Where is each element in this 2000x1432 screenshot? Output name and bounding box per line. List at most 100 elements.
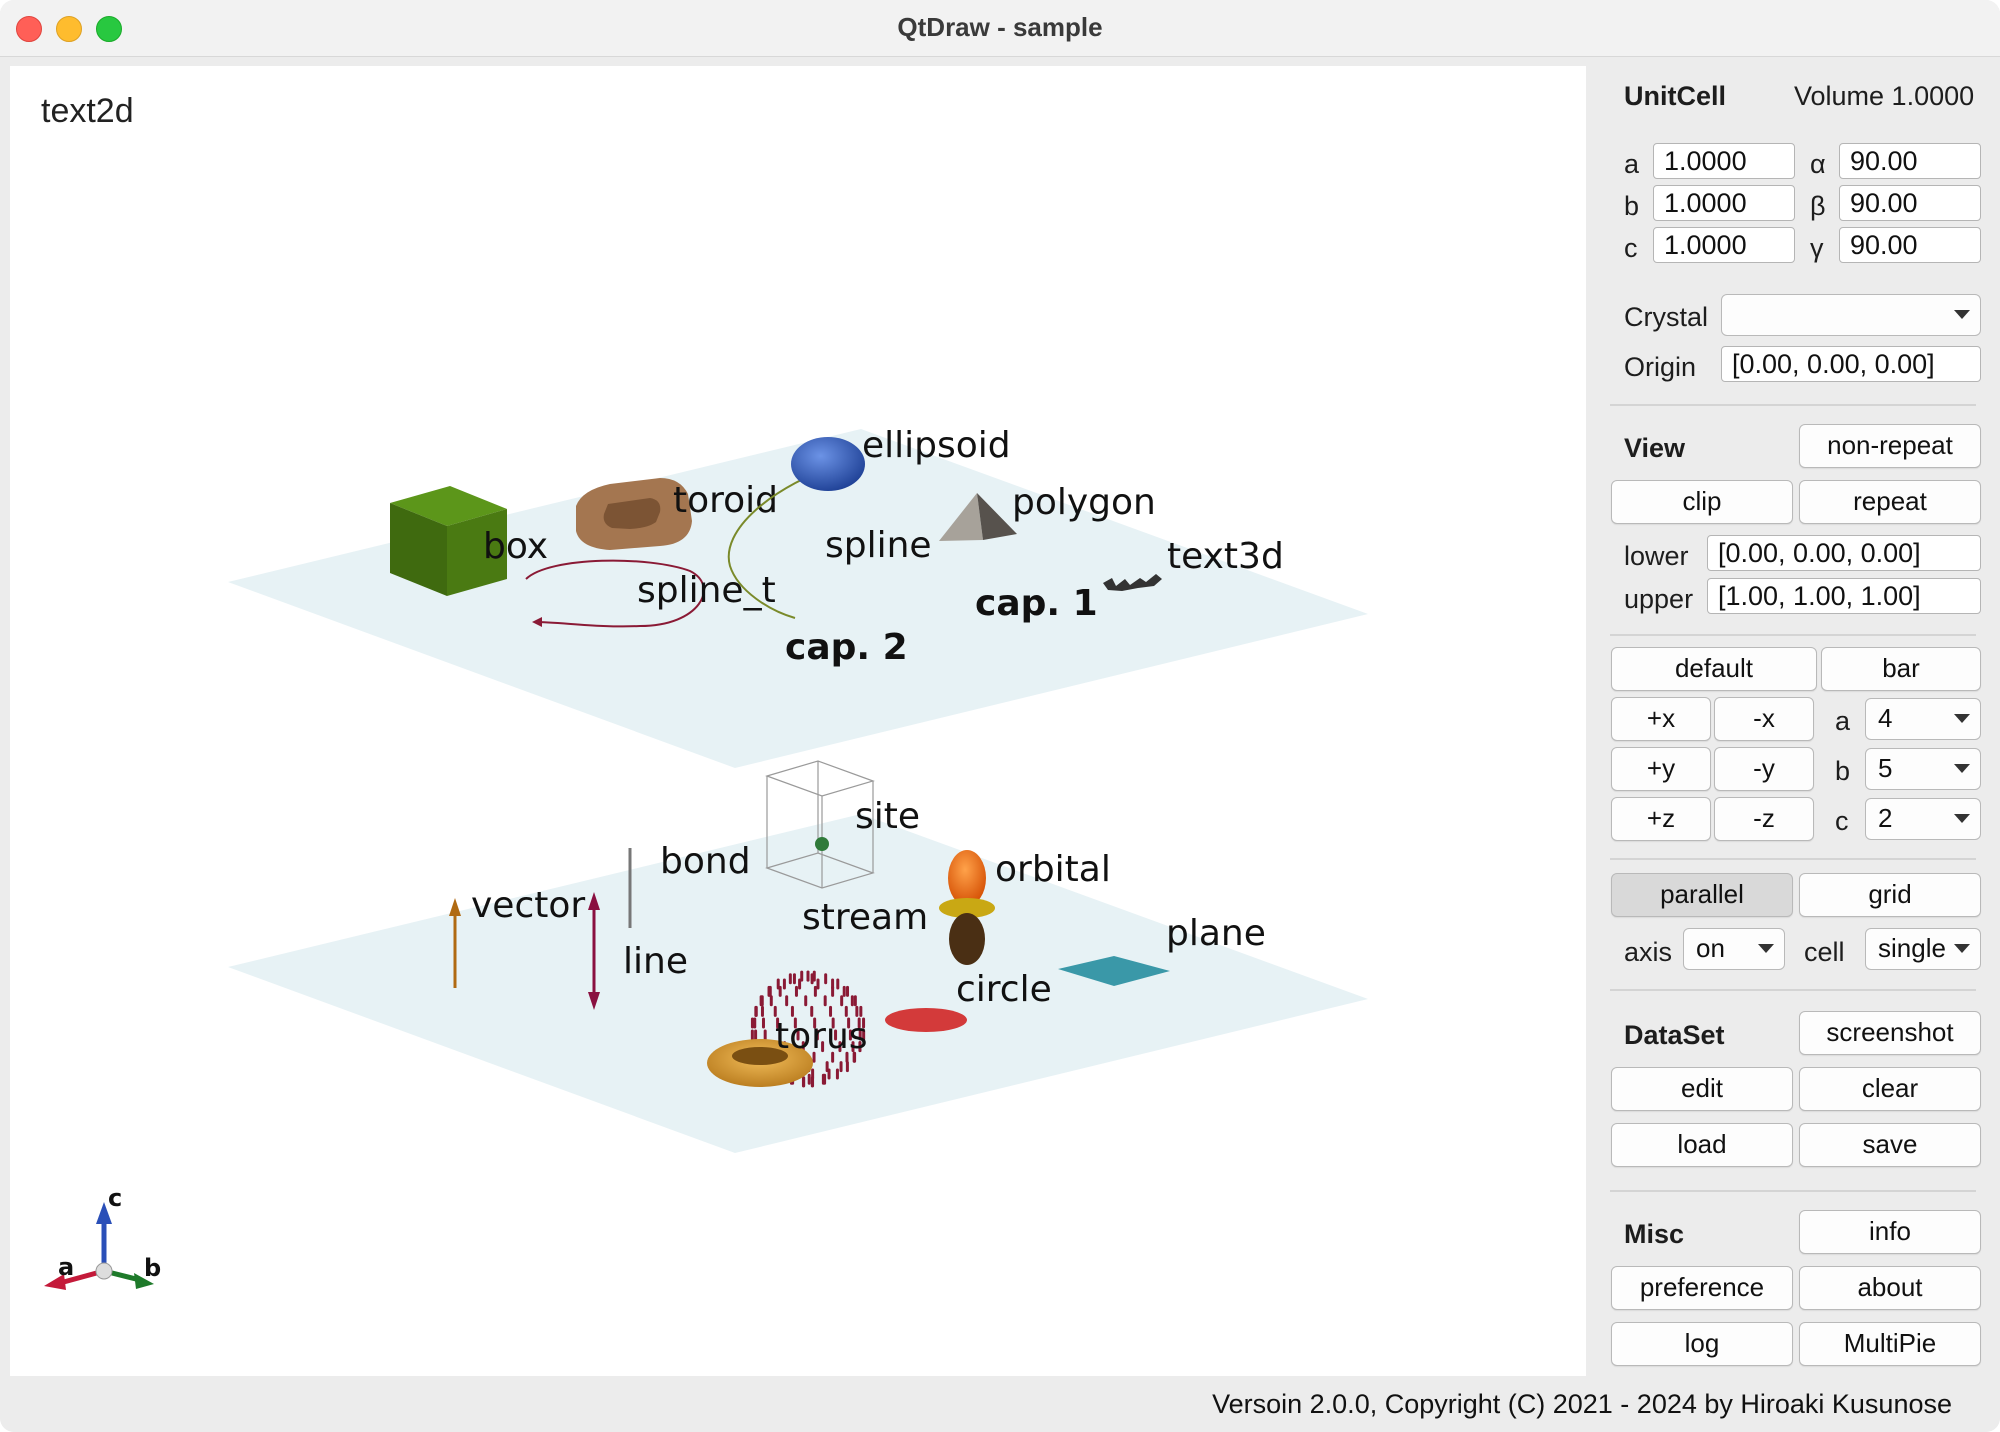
view-plus-z-button[interactable]: +z	[1611, 797, 1711, 841]
torus-label: torus	[775, 1016, 868, 1057]
separator	[1610, 404, 1976, 406]
cell-select[interactable]: single	[1865, 928, 1981, 970]
view-plus-x-button[interactable]: +x	[1611, 697, 1711, 741]
line-shape	[588, 892, 600, 1010]
repeat-a-select[interactable]: 4	[1865, 698, 1981, 740]
view-minus-z-button[interactable]: -z	[1714, 797, 1814, 841]
separator	[1610, 858, 1976, 860]
multipie-button[interactable]: MultiPie	[1799, 1322, 1981, 1366]
dataset-section-title: DataSet	[1624, 1020, 1725, 1050]
stream-label: stream	[802, 897, 928, 938]
toroid-shape	[576, 478, 692, 550]
box-shape	[390, 486, 507, 596]
info-button[interactable]: info	[1799, 1210, 1981, 1254]
bar-button[interactable]: bar	[1821, 647, 1981, 691]
default-view-button[interactable]: default	[1611, 647, 1817, 691]
lower-input[interactable]: [0.00, 0.00, 0.00]	[1707, 535, 1981, 571]
axis-b-label: b	[144, 1254, 161, 1282]
spline-t-curve	[525, 559, 705, 628]
repeat-b-select[interactable]: 5	[1865, 748, 1981, 790]
spline-label: spline	[825, 525, 932, 566]
repeat-c-label: c	[1835, 806, 1849, 836]
polygon-shape	[939, 493, 1017, 541]
axis-select[interactable]: on	[1683, 928, 1785, 970]
crystal-label: Crystal	[1624, 302, 1709, 332]
b-label: b	[1624, 191, 1640, 221]
ellipsoid-label: ellipsoid	[862, 425, 1011, 466]
title-bar: QtDraw - sample	[0, 0, 2000, 57]
cap2-label: cap. 2	[785, 627, 908, 668]
gamma-label: γ	[1810, 233, 1824, 263]
bond-label: bond	[660, 841, 751, 882]
view-minus-x-button[interactable]: -x	[1714, 697, 1814, 741]
ellipsoid-shape	[791, 437, 865, 491]
edit-button[interactable]: edit	[1611, 1067, 1793, 1111]
alpha-label: α	[1810, 149, 1826, 179]
axis-c-label: c	[108, 1184, 122, 1212]
site-cell-wireframe	[765, 760, 875, 889]
repeat-b-label: b	[1835, 756, 1851, 786]
maximize-window-button[interactable]	[96, 16, 122, 42]
upper-label: upper	[1624, 584, 1694, 614]
view-minus-y-button[interactable]: -y	[1714, 747, 1814, 791]
misc-section-title: Misc	[1624, 1219, 1685, 1249]
lower-plane	[228, 814, 1368, 1153]
version-copyright-text: Versoin 2.0.0, Copyright (C) 2021 - 2024…	[1212, 1389, 1952, 1419]
b-input[interactable]: 1.0000	[1653, 185, 1795, 221]
log-button[interactable]: log	[1611, 1322, 1793, 1366]
separator	[1610, 634, 1976, 636]
a-input[interactable]: 1.0000	[1653, 143, 1795, 179]
circle-shape	[885, 1008, 967, 1032]
chevron-down-icon	[1954, 944, 1970, 953]
torus-shape	[707, 1039, 813, 1087]
scene-canvas[interactable]: box toroid spline ellipsoid polygon sp	[10, 66, 1586, 1376]
origin-input[interactable]: [0.00, 0.00, 0.00]	[1721, 346, 1981, 382]
alpha-input[interactable]: 90.00	[1839, 143, 1981, 179]
load-button[interactable]: load	[1611, 1123, 1793, 1167]
cap1-label: cap. 1	[975, 583, 1098, 624]
clear-button[interactable]: clear	[1799, 1067, 1981, 1111]
save-button[interactable]: save	[1799, 1123, 1981, 1167]
screenshot-button[interactable]: screenshot	[1799, 1011, 1981, 1055]
upper-input[interactable]: [1.00, 1.00, 1.00]	[1707, 578, 1981, 614]
status-bar: Versoin 2.0.0, Copyright (C) 2021 - 2024…	[0, 1376, 2000, 1432]
repeat-c-value: 2	[1878, 803, 1893, 833]
axes-indicator	[44, 1202, 154, 1290]
repeat-c-select[interactable]: 2	[1865, 798, 1981, 840]
crystal-select[interactable]	[1721, 294, 1981, 336]
beta-label: β	[1810, 191, 1826, 221]
chevron-down-icon	[1954, 310, 1970, 319]
upper-plane	[228, 429, 1368, 768]
spline-t-arrowhead	[532, 617, 542, 627]
beta-input[interactable]: 90.00	[1839, 185, 1981, 221]
plane-shape	[1058, 956, 1170, 986]
separator	[1610, 1190, 1976, 1192]
text3d-label: text3d	[1167, 536, 1284, 577]
non-repeat-button[interactable]: non-repeat	[1799, 424, 1981, 468]
a-label: a	[1624, 149, 1640, 179]
parallel-toggle-button[interactable]: parallel	[1611, 873, 1793, 917]
view-plus-y-button[interactable]: +y	[1611, 747, 1711, 791]
orbital-label: orbital	[995, 849, 1111, 890]
repeat-a-value: 4	[1878, 703, 1893, 733]
text2d-label: text2d	[41, 92, 134, 130]
minimize-window-button[interactable]	[56, 16, 82, 42]
spline-t-label: spline_t	[637, 570, 776, 611]
about-button[interactable]: about	[1799, 1266, 1981, 1310]
grid-button[interactable]: grid	[1799, 873, 1981, 917]
control-panel: UnitCell Volume 1.0000 a 1.0000 α 90.00 …	[1588, 66, 2000, 1376]
3d-viewport[interactable]: text2d box	[10, 66, 1586, 1376]
preference-button[interactable]: preference	[1611, 1266, 1793, 1310]
polygon-label: polygon	[1012, 482, 1156, 523]
repeat-button[interactable]: repeat	[1799, 480, 1981, 524]
repeat-a-label: a	[1835, 706, 1851, 736]
c-input[interactable]: 1.0000	[1653, 227, 1795, 263]
axis-label: axis	[1624, 937, 1673, 967]
gamma-input[interactable]: 90.00	[1839, 227, 1981, 263]
origin-label: Origin	[1624, 352, 1697, 382]
site-sphere	[815, 837, 829, 851]
toroid-label: toroid	[673, 480, 778, 521]
clip-button[interactable]: clip	[1611, 480, 1793, 524]
close-window-button[interactable]	[16, 16, 42, 42]
